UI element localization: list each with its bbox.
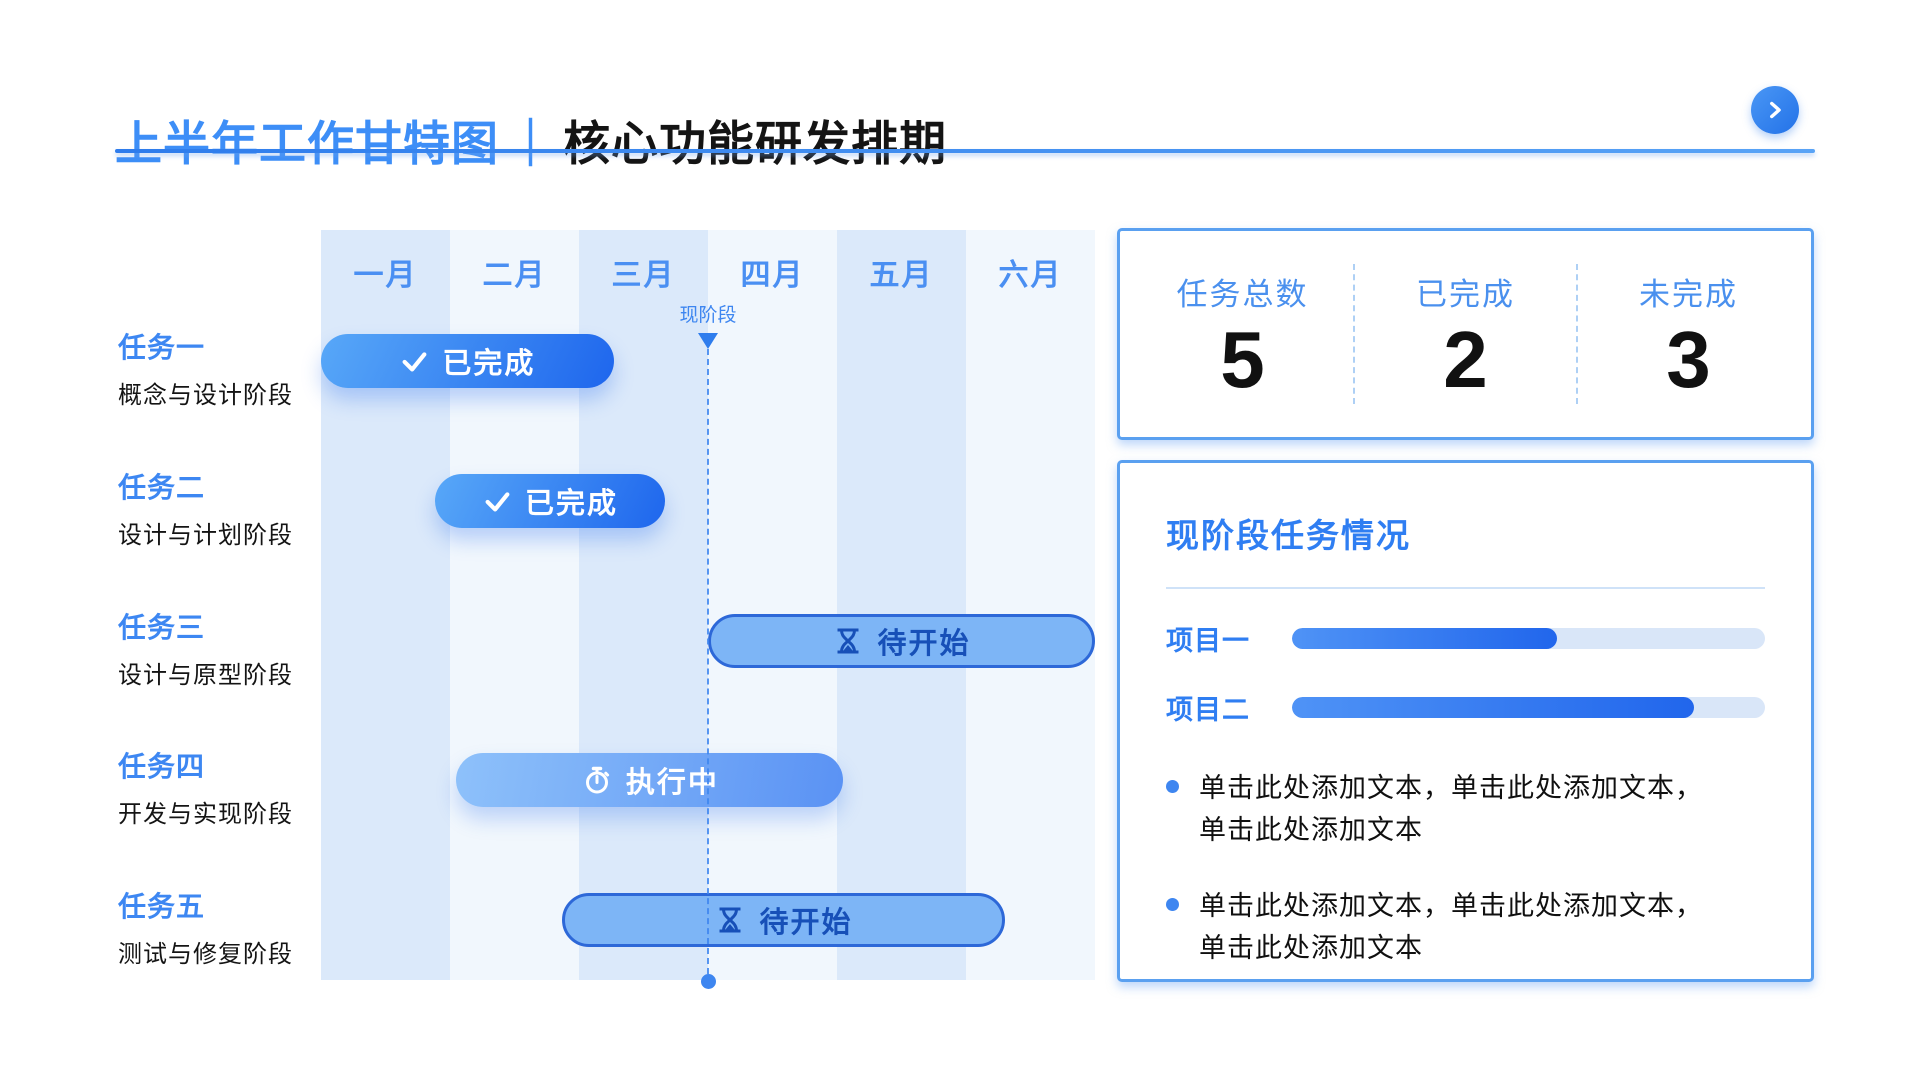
current-stage-label: 现阶段: [679, 305, 737, 326]
progress-fill: [1292, 628, 1557, 649]
project-progress-list: 项目一项目二: [1166, 619, 1765, 727]
task-subtitle: 开发与实现阶段: [118, 801, 293, 829]
page-title-separator: ｜: [507, 117, 555, 171]
bullet-text: 单击此处添加文本，单击此处添加文本，单击此处添加文本: [1199, 891, 1703, 963]
page-title-highlight: 上半年工作甘特图: [115, 117, 499, 171]
project-row-2: 项目二: [1166, 688, 1765, 727]
gantt-bar-2: 已完成: [434, 473, 666, 528]
month-label: 一月: [353, 259, 418, 292]
progress-fill: [1292, 697, 1695, 718]
bullet-item-2: 单击此处添加文本，单击此处添加文本，单击此处添加文本: [1166, 885, 1765, 969]
gantt-bar-3: 待开始: [708, 613, 1095, 668]
month-label: 三月: [611, 259, 676, 292]
task-label-2: 任务二设计与计划阶段: [118, 466, 328, 550]
month-label: 二月: [482, 259, 547, 292]
stat-label: 已完成: [1416, 276, 1515, 312]
task-label-3: 任务三设计与原型阶段: [118, 606, 328, 690]
month-label: 四月: [740, 259, 805, 292]
month-label: 五月: [869, 259, 934, 292]
stopwatch-icon: [585, 767, 610, 794]
gantt-column-6: 六月: [966, 230, 1095, 980]
progress-track: [1292, 628, 1765, 649]
stat-value: 3: [1666, 314, 1711, 404]
task-subtitle: 设计与计划阶段: [118, 521, 293, 549]
task-subtitle: 测试与修复阶段: [118, 941, 293, 968]
task-subtitle: 设计与原型阶段: [118, 661, 293, 689]
stat-value: 2: [1443, 314, 1488, 404]
task-name: 任务五: [118, 891, 206, 922]
panel-title: 现阶段任务情况: [1166, 517, 1411, 554]
task-name: 任务一: [118, 332, 206, 363]
hourglass-icon: [719, 907, 741, 933]
check-icon: [485, 492, 510, 512]
task-label-5: 任务五测试与修复阶段: [118, 885, 328, 969]
task-subtitle: 概念与设计阶段: [118, 382, 293, 409]
current-stage-line: [707, 349, 709, 974]
bar-status-label: 待开始: [877, 627, 971, 660]
task-name: 任务四: [118, 751, 206, 783]
task-name: 任务二: [118, 471, 206, 503]
project-label: 项目一: [1166, 626, 1250, 656]
bar-status-label: 已完成: [524, 487, 618, 520]
bullet-dot-icon: [1166, 898, 1179, 911]
project-label: 项目二: [1166, 695, 1250, 725]
hourglass-icon: [837, 627, 859, 654]
bar-status-label: 执行中: [625, 767, 719, 800]
task-label-1: 任务一概念与设计阶段: [118, 326, 328, 410]
gantt-bar-4: 执行中: [456, 753, 844, 808]
page-title-rest: 核心功能研发排期: [563, 117, 947, 171]
bar-status-label: 已完成: [442, 348, 536, 380]
panel-divider: [1166, 587, 1765, 589]
bullet-item-1: 单击此处添加文本，单击此处添加文本，单击此处添加文本: [1166, 767, 1765, 851]
gantt-column-5: 五月: [837, 230, 966, 980]
gantt-column-4: 四月: [708, 230, 837, 980]
current-stage-dot: [701, 974, 716, 989]
project-row-1: 项目一: [1166, 619, 1765, 658]
gantt-columns: 一月 二月 三月 四月 五月 六月: [321, 230, 1095, 980]
task-label-4: 任务四开发与实现阶段: [118, 745, 328, 829]
chevron-right-icon: [1770, 101, 1781, 119]
stat-label: 任务总数: [1176, 276, 1309, 312]
month-label: 六月: [998, 259, 1063, 292]
bullet-text: 单击此处添加文本，单击此处添加文本，单击此处添加文本: [1199, 773, 1703, 845]
bullet-dot-icon: [1166, 780, 1179, 793]
task-name: 任务三: [118, 611, 206, 643]
stat-separator: [1576, 264, 1578, 404]
progress-track: [1292, 697, 1765, 718]
bar-status-label: 待开始: [759, 907, 853, 939]
stat-value: 5: [1220, 314, 1265, 404]
bullet-list: 单击此处添加文本，单击此处添加文本，单击此处添加文本单击此处添加文本，单击此处添…: [1166, 767, 1765, 969]
header-divider: [115, 149, 1815, 153]
stat-label: 未完成: [1639, 276, 1738, 312]
stat-separator: [1353, 264, 1355, 404]
gantt-bar-5: 待开始: [562, 893, 1005, 947]
page-title: 上半年工作甘特图 ｜ 核心功能研发排期: [115, 105, 947, 174]
current-stage-marker-icon: [698, 333, 718, 349]
gantt-bar-1: 已完成: [321, 334, 614, 388]
current-stage-panel: 现阶段任务情况 项目一项目二 单击此处添加文本，单击此处添加文本，单击此处添加文…: [1117, 460, 1814, 982]
check-icon: [402, 352, 427, 372]
next-button[interactable]: [1751, 86, 1799, 134]
